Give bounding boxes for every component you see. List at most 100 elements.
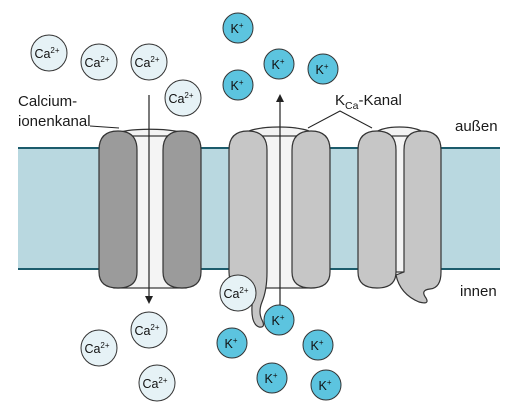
potassium-ion: K+: [216, 327, 248, 359]
potassium-ion-circle: [222, 69, 254, 101]
label-kca: KCa-Kanal: [335, 92, 402, 112]
calcium-ion: Ca2+: [219, 274, 257, 312]
potassium-ion-symbol: K: [318, 379, 327, 393]
potassium-ion-charge: +: [280, 57, 285, 66]
potassium-ion-symbol: K: [230, 79, 239, 93]
calcium-ion: Ca2+: [130, 43, 168, 81]
potassium-ion-symbol: K: [315, 63, 324, 77]
calcium-ion-charge: 2+: [150, 323, 159, 332]
calcium-ion-circle: [80, 43, 118, 81]
label-kca-leader: [307, 110, 373, 129]
calcium-ion-symbol: Ca: [223, 287, 239, 301]
calcium-ion-charge: 2+: [150, 55, 159, 64]
potassium-ion-circle: [263, 48, 295, 80]
label-kca-channel: KCa-Kanal: [307, 92, 402, 129]
potassium-ion-label: K+: [264, 371, 277, 386]
kca-closed-left-subunit: [357, 130, 397, 289]
calcium-ion-charge: 2+: [100, 55, 109, 64]
potassium-ion: K+: [222, 12, 254, 44]
calcium-ion: Ca2+: [30, 34, 68, 72]
potassium-ion-circle: [256, 362, 288, 394]
calcium-ion-label: Ca2+: [168, 91, 193, 106]
potassium-ion-circle: [307, 53, 339, 85]
potassium-ion-charge: +: [239, 78, 244, 87]
potassium-ion-label: K+: [230, 21, 243, 36]
calcium-ion-symbol: Ca: [34, 47, 50, 61]
potassium-ion-symbol: K: [264, 372, 273, 386]
potassium-ion: K+: [263, 304, 295, 336]
kca-open-right-subunit: [291, 130, 331, 289]
calcium-ion-symbol: Ca: [84, 342, 100, 356]
calcium-ion-symbol: Ca: [134, 324, 150, 338]
label-calcium-line2: ionenkanal: [18, 113, 91, 130]
potassium-ion: K+: [263, 48, 295, 80]
potassium-ion-label: K+: [230, 78, 243, 93]
calcium-ion-label: Ca2+: [34, 46, 59, 61]
kca-closed-right-subunit: [395, 130, 442, 304]
calcium-ion-label: Ca2+: [84, 341, 109, 356]
calcium-channel-left-subunit: [98, 130, 138, 289]
calcium-ion-label: Ca2+: [134, 323, 159, 338]
potassium-ion-symbol: K: [271, 314, 280, 328]
potassium-ion-label: K+: [224, 336, 237, 351]
calcium-ion-charge: 2+: [239, 286, 248, 295]
potassium-ion-circle: [216, 327, 248, 359]
calcium-ion-charge: 2+: [50, 46, 59, 55]
calcium-channel-right-subunit: [162, 130, 202, 289]
potassium-ion: K+: [256, 362, 288, 394]
calcium-ion-charge: 2+: [184, 91, 193, 100]
potassium-ion: K+: [307, 53, 339, 85]
calcium-ion: Ca2+: [80, 43, 118, 81]
potassium-ion-symbol: K: [310, 339, 319, 353]
calcium-ion-charge: 2+: [158, 376, 167, 385]
label-kca-rest: -Kanal: [358, 92, 401, 109]
potassium-ion-label: K+: [271, 313, 284, 328]
potassium-ion-label: K+: [310, 338, 323, 353]
calcium-ion-circle: [130, 311, 168, 349]
potassium-ion-charge: +: [233, 336, 238, 345]
label-inside: innen: [460, 283, 497, 300]
potassium-ion-symbol: K: [224, 337, 233, 351]
potassium-ion-symbol: K: [230, 22, 239, 36]
calcium-ion-label: Ca2+: [142, 376, 167, 391]
potassium-ion-charge: +: [327, 378, 332, 387]
potassium-ion-circle: [222, 12, 254, 44]
potassium-ion-charge: +: [319, 338, 324, 347]
calcium-ion-channel: [98, 95, 202, 304]
label-outside: außen: [455, 118, 498, 135]
kca-channel-closed: [357, 126, 442, 304]
potassium-ion-circle: [302, 329, 334, 361]
potassium-ion-symbol: K: [271, 58, 280, 72]
label-kca-main: K: [335, 92, 345, 109]
calcium-ion: Ca2+: [80, 329, 118, 367]
calcium-ion-label: Ca2+: [84, 55, 109, 70]
potassium-ion-label: K+: [315, 62, 328, 77]
calcium-ion-charge: 2+: [100, 341, 109, 350]
calcium-ion-symbol: Ca: [168, 92, 184, 106]
calcium-ion: Ca2+: [130, 311, 168, 349]
label-calcium-leader: [89, 125, 120, 129]
calcium-ion-label: Ca2+: [134, 55, 159, 70]
calcium-ion-symbol: Ca: [84, 56, 100, 70]
ions-layer: Ca2+Ca2+Ca2+Ca2+Ca2+Ca2+Ca2+Ca2+K+K+K+K+…: [30, 12, 342, 402]
calcium-ion-symbol: Ca: [134, 56, 150, 70]
potassium-ion-charge: +: [280, 313, 285, 322]
calcium-ion: Ca2+: [164, 79, 202, 117]
potassium-ion-label: K+: [271, 57, 284, 72]
calcium-ion-circle: [138, 364, 176, 402]
calcium-ion-label: Ca2+: [223, 286, 248, 301]
potassium-ion: K+: [222, 69, 254, 101]
calcium-ion-circle: [164, 79, 202, 117]
calcium-ion-circle: [30, 34, 68, 72]
potassium-ion-charge: +: [273, 371, 278, 380]
label-calcium-channel: Calcium- ionenkanal: [18, 93, 120, 130]
calcium-ion-circle: [80, 329, 118, 367]
potassium-ion: K+: [310, 369, 342, 401]
potassium-ion: K+: [302, 329, 334, 361]
potassium-ion-circle: [310, 369, 342, 401]
calcium-ion-circle: [219, 274, 257, 312]
calcium-ion-circle: [130, 43, 168, 81]
calcium-ion: Ca2+: [138, 364, 176, 402]
